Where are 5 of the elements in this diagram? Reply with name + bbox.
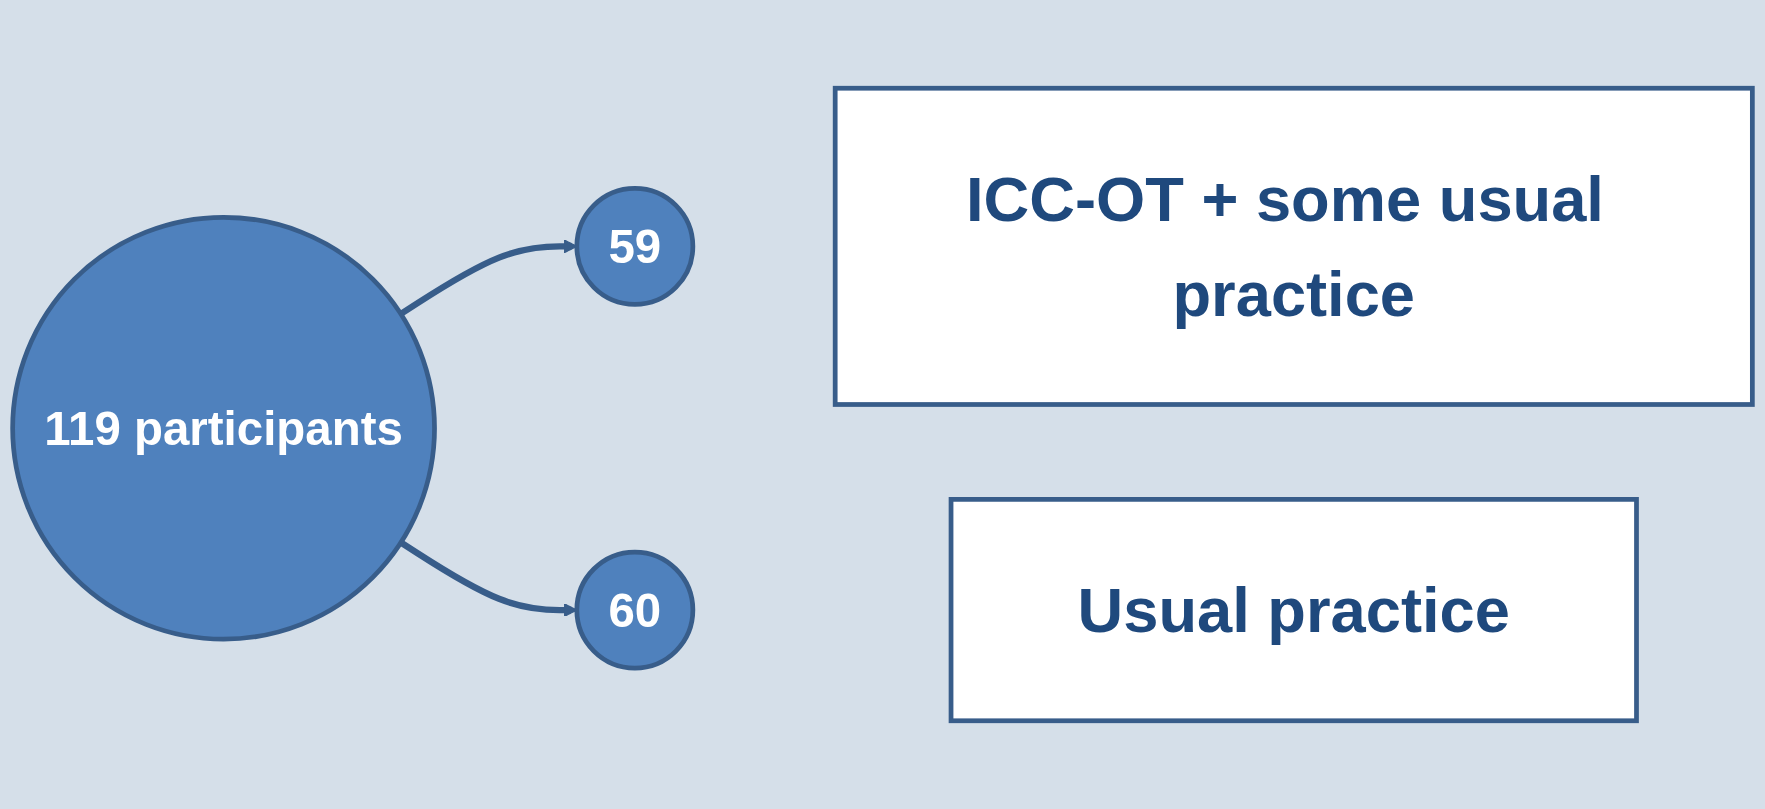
node-box: Usual practice [948, 497, 1639, 724]
node-circle: 60 [574, 549, 696, 671]
node-box: ICC-OT + some usual practice [832, 85, 1755, 407]
node-circle: 119 participants [10, 214, 437, 642]
node-circle: 59 [574, 186, 696, 307]
